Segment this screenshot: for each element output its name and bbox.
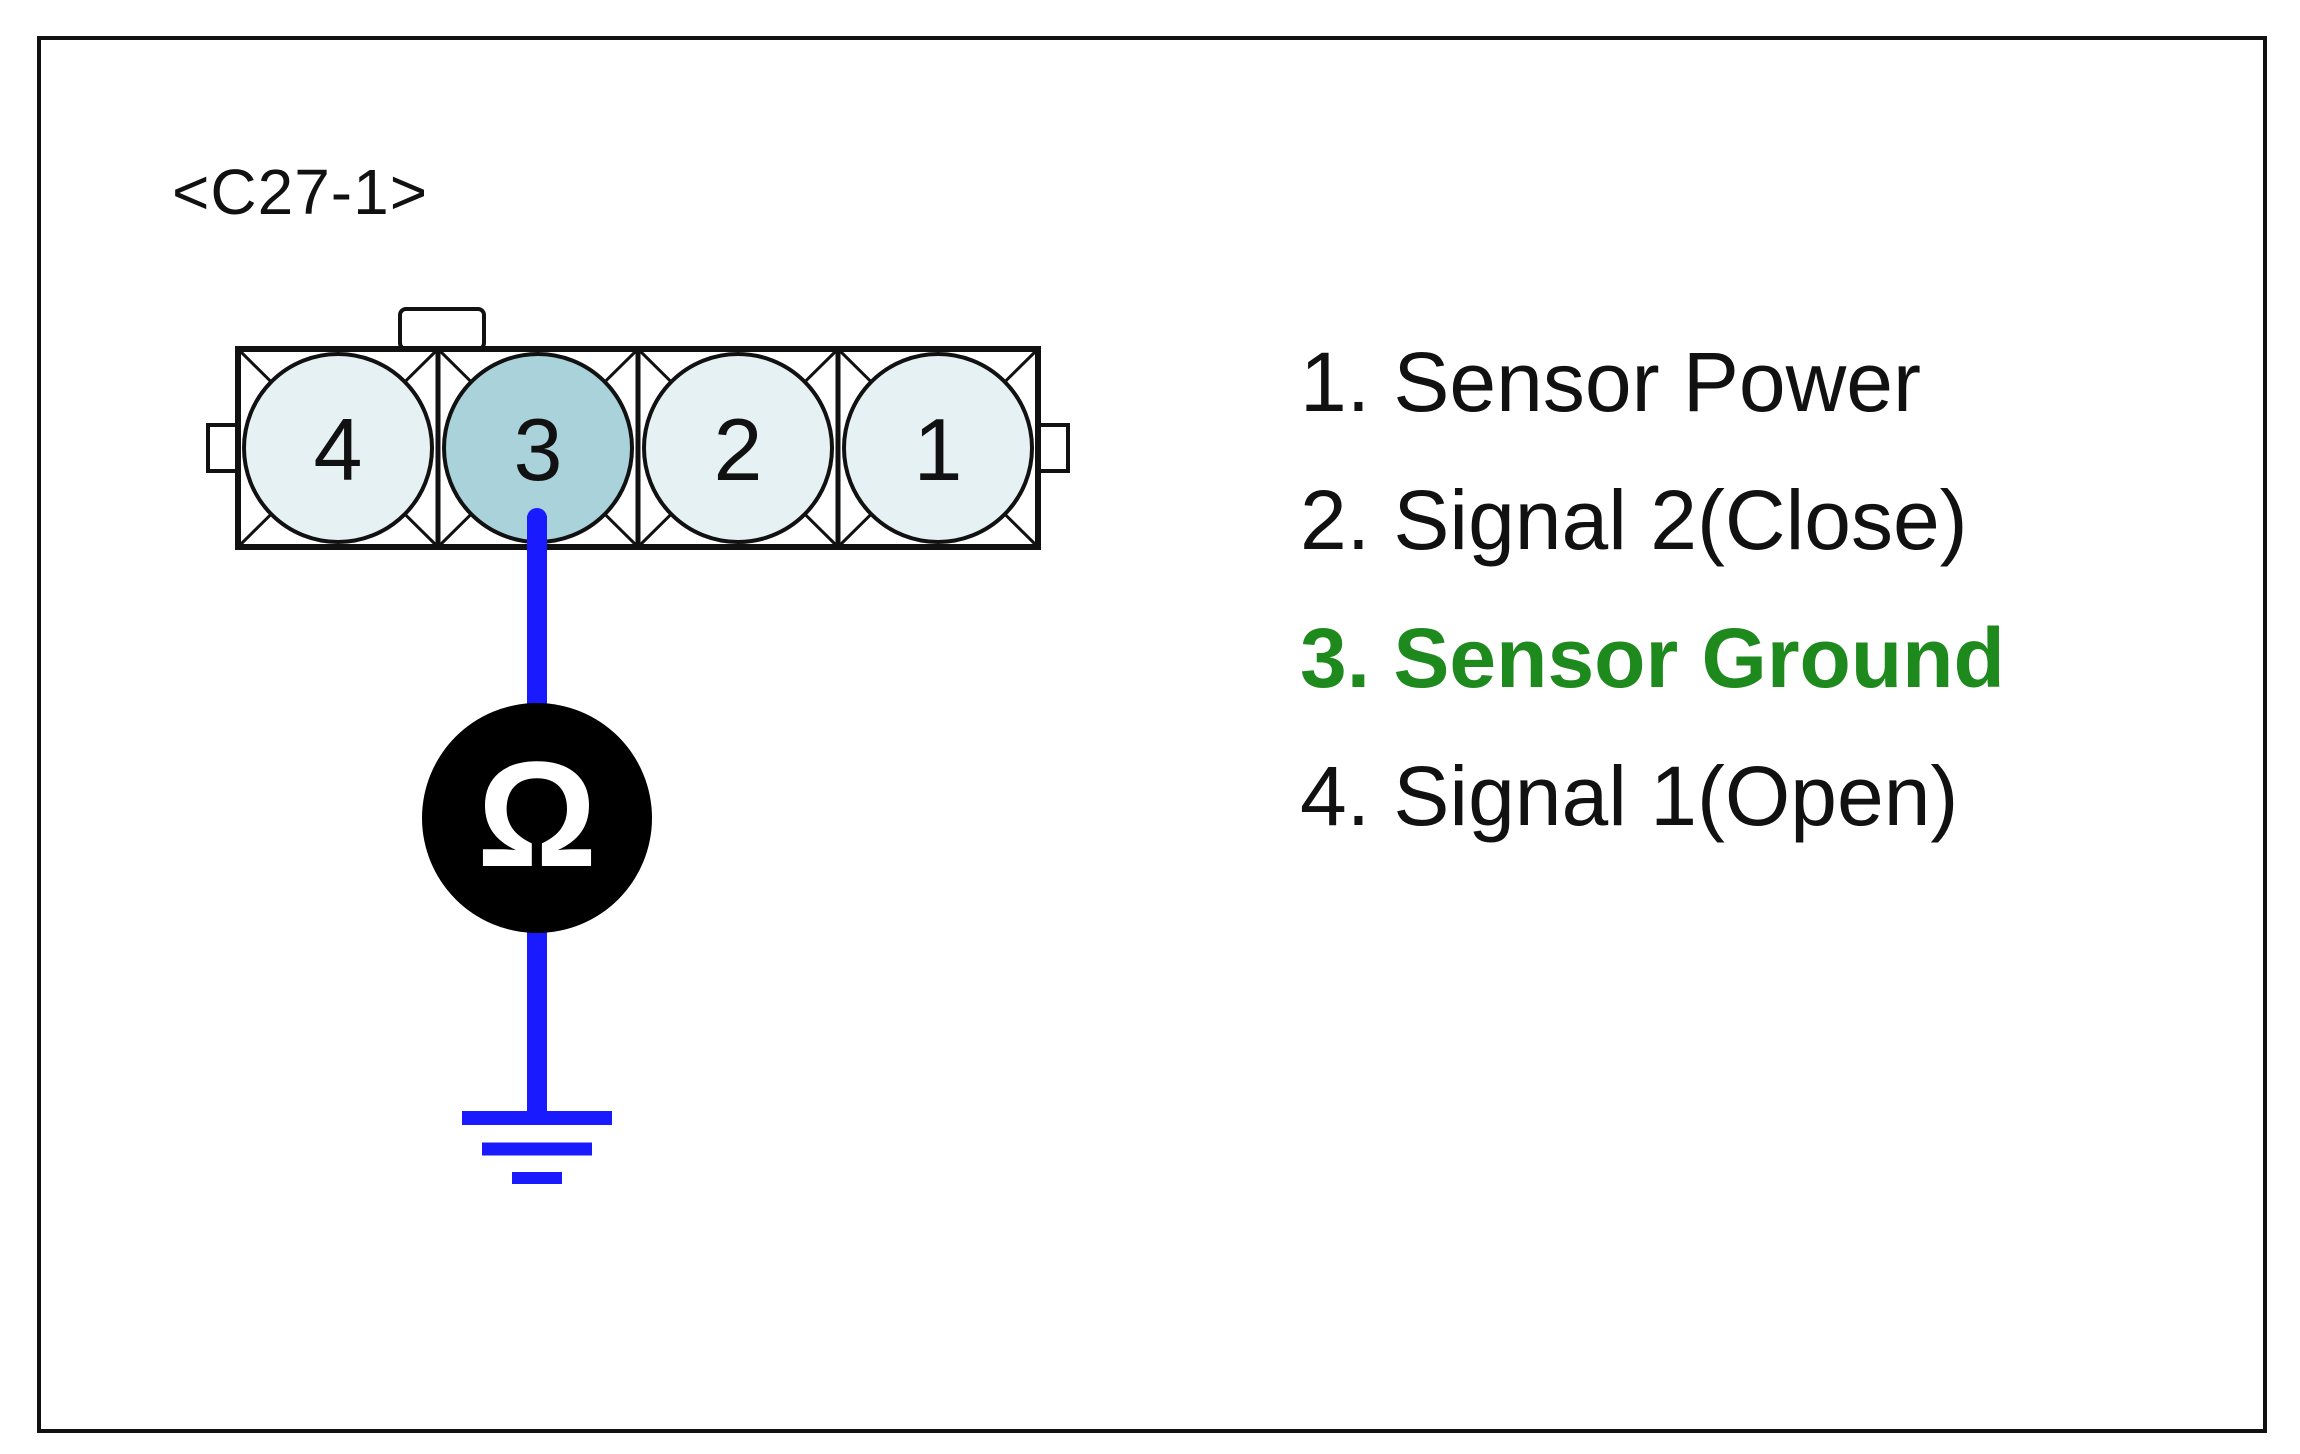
- connector-label: <C27-1>: [172, 156, 429, 228]
- connector-side-tab-right: [1034, 423, 1070, 473]
- wire-contact-dot: [527, 508, 547, 528]
- measurement-circuit: Ω: [422, 508, 652, 1184]
- pin-number: 1: [914, 400, 963, 499]
- pin-2: 2: [635, 347, 840, 549]
- pin-number: 2: [714, 400, 763, 499]
- diagram-frame: [37, 36, 2267, 1433]
- ground-icon: [462, 1111, 612, 1184]
- pin-circle: [842, 352, 1034, 544]
- pin-1: 1: [835, 347, 1040, 549]
- ohm-symbol: Ω: [477, 730, 597, 898]
- connector-latch: [398, 307, 486, 351]
- pin-3: 3: [435, 347, 640, 549]
- connector-pins: 4 3 2 1: [236, 347, 1040, 549]
- legend-item-pin-4: 4. Signal 1(Open): [1300, 749, 1959, 843]
- ohm-icon: Ω: [422, 703, 652, 933]
- pin-number: 3: [514, 400, 563, 499]
- legend-item-pin-1: 1. Sensor Power: [1300, 335, 1921, 429]
- legend-item-pin-3: 3. Sensor Ground: [1300, 611, 2005, 705]
- pin-circle: [642, 352, 834, 544]
- pin-circle: [242, 352, 434, 544]
- pin-legend: 1. Sensor Power 2. Signal 2(Close) 3. Se…: [1300, 340, 2005, 892]
- legend-item-pin-2: 2. Signal 2(Close): [1300, 473, 1968, 567]
- pin-number: 4: [314, 400, 363, 499]
- pin-4: 4: [236, 347, 440, 549]
